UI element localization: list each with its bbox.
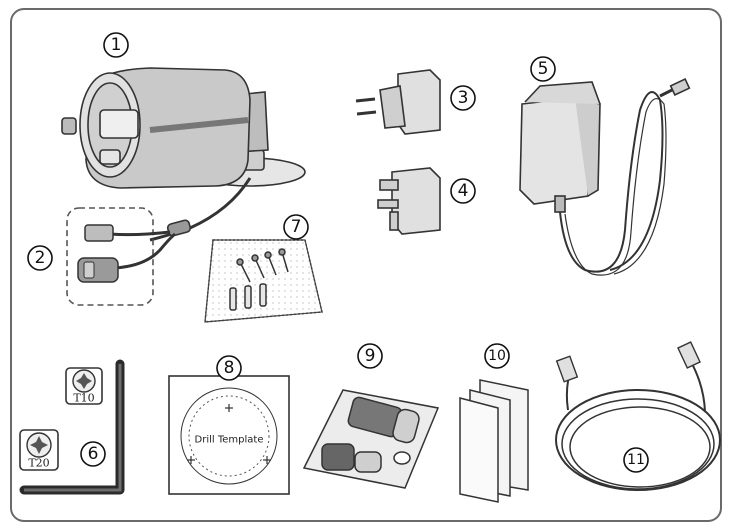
svg-text:6: 6 (88, 444, 99, 464)
callout-11: 11 (623, 447, 649, 473)
t20-label: T20 (28, 457, 49, 470)
svg-text:8: 8 (224, 358, 235, 378)
power-adapter-illustration (519, 78, 691, 276)
callouts: 1 2 3 4 5 6 7 8 9 10 11 (27, 32, 649, 473)
callout-1: 1 (103, 32, 129, 58)
drill-template-label: Drill Template (195, 435, 264, 446)
svg-text:4: 4 (458, 181, 469, 201)
svg-text:1: 1 (111, 35, 122, 55)
cable-connectors-illustration (66, 207, 176, 306)
callout-6: 6 (80, 441, 106, 467)
t10-label: T10 (73, 392, 94, 405)
waterproof-connector-kit-illustration (302, 389, 440, 489)
svg-text:3: 3 (458, 88, 469, 108)
camera-illustration (61, 67, 306, 242)
callout-7: 7 (283, 214, 309, 240)
screw-pack-illustration (204, 239, 323, 323)
documents-illustration (459, 379, 529, 503)
callout-9: 9 (357, 343, 383, 369)
svg-text:5: 5 (538, 59, 549, 79)
svg-text:7: 7 (291, 217, 302, 237)
plug-adapter-uk-illustration (377, 167, 441, 235)
svg-text:10: 10 (488, 348, 506, 364)
callout-3: 3 (450, 85, 476, 111)
callout-10: 10 (484, 343, 510, 369)
torx-keys-illustration: T10 T20 (19, 359, 125, 495)
callout-5: 5 (530, 56, 556, 82)
network-cable-illustration (555, 341, 721, 491)
svg-text:11: 11 (627, 452, 645, 468)
plug-adapter-eu-illustration (355, 69, 441, 135)
svg-text:9: 9 (365, 346, 376, 366)
callout-8: 8 (216, 355, 242, 381)
callout-4: 4 (450, 178, 476, 204)
svg-text:2: 2 (35, 248, 46, 268)
callout-2: 2 (27, 245, 53, 271)
drill-template-illustration: Drill Template (168, 375, 290, 495)
